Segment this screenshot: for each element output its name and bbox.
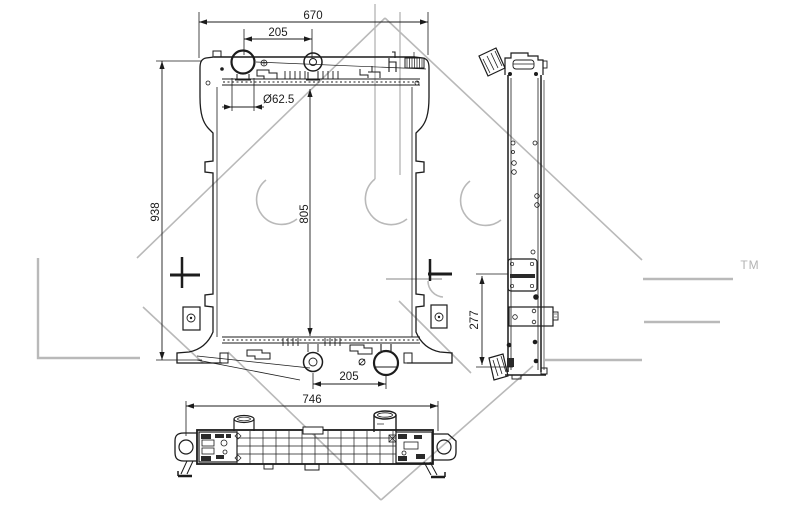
front-top-clip-left [256,69,278,80]
front-bottom-bolt-left [219,352,229,364]
dim-core-height: 805 [299,89,313,336]
watermark-bars [545,277,733,362]
front-top-left-bolt [212,50,222,58]
front-small-bolt-dot [220,67,224,71]
front-top-port [303,52,323,81]
bottom-grid-verticals [236,431,394,464]
side-column-inner [510,78,539,370]
front-header-band-combs [223,81,419,341]
dim-core-height-label: 805 [299,204,311,223]
bottom-end-block-right [388,431,433,464]
front-right-profile [407,56,453,364]
dim-bottom-port-spacing: 205 [312,371,387,389]
front-leader-lines [196,355,311,381]
watermark-stems [374,4,401,179]
front-drain-screw [358,358,366,366]
front-left-profile [176,56,222,364]
front-top-comb-block [404,52,425,69]
front-left-bracket-box [182,306,201,331]
bottom-grid-horizontals [237,437,396,455]
bottom-pipe-left [233,414,255,431]
side-top-filler-hatched [478,47,506,77]
dim-overall-length: 746 [185,394,439,436]
watermark: TM [36,4,759,501]
dim-bottom-port-spacing-label: 205 [339,371,358,383]
front-inner-frames [216,87,413,337]
front-mid-brackets-thick [170,272,452,277]
dim-overall-height-label: 938 [150,202,162,221]
side-rivet-holes [506,140,540,365]
front-view: 670 205 Ø62.5 938 805 205 [150,10,453,389]
front-tank-thin-line [255,61,427,70]
watermark-trademark-text: TM [740,258,759,272]
front-tank-tick-marks [282,71,341,346]
bottom-center-tab-top [302,426,324,435]
front-filler-neck [230,49,256,81]
front-vent-symbol [260,59,268,67]
watermark-letter-l [36,258,140,360]
bottom-view: 746 [174,394,457,479]
front-bottom-clip-right [349,344,373,355]
front-bottom-bolt-right [403,352,413,364]
dim-filler-diameter-label: Ø62.5 [263,94,294,106]
watermark-arcs [255,178,502,298]
bottom-mount-ear-left [174,432,197,462]
bottom-pipe-right [373,410,397,432]
dim-top-port-spacing-label: 205 [268,27,287,39]
dim-mount-bracket-span: 277 [469,273,513,368]
dim-overall-height: 938 [150,60,202,361]
dim-overall-width: 670 [198,10,429,58]
bottom-center-tab2 [263,463,274,470]
watermark-diagonal-lines [136,17,643,501]
side-mounting-plate-upper [507,258,538,292]
bottom-legs [177,460,446,479]
front-top-clip-mid [359,66,381,78]
bottom-end-block-left [198,431,242,463]
side-top-cap [504,52,548,76]
dim-overall-length-label: 746 [302,394,321,406]
front-bottom-clip-left [246,349,271,360]
front-header-bands [222,78,420,344]
front-right-bracket-box [430,304,448,329]
dim-overall-width-label: 670 [303,10,322,22]
front-bottom-port-large [372,344,400,377]
bottom-mount-ear-right [433,433,457,461]
dim-filler-diameter: Ø62.5 [222,78,294,111]
side-column-outer [507,75,542,372]
dim-mount-bracket-span-label: 277 [469,310,481,329]
side-mounting-plate-lower [508,306,559,327]
front-side-frame-holes [205,80,420,86]
bottom-center-tab1 [304,463,320,471]
side-view: 277 [469,47,559,381]
dim-top-port-spacing: 205 [243,27,313,58]
front-top-clip-right [388,51,397,72]
front-mid-brackets-vert [180,257,432,288]
front-bottom-port-small [302,344,324,373]
side-bottom-foot [488,353,548,381]
